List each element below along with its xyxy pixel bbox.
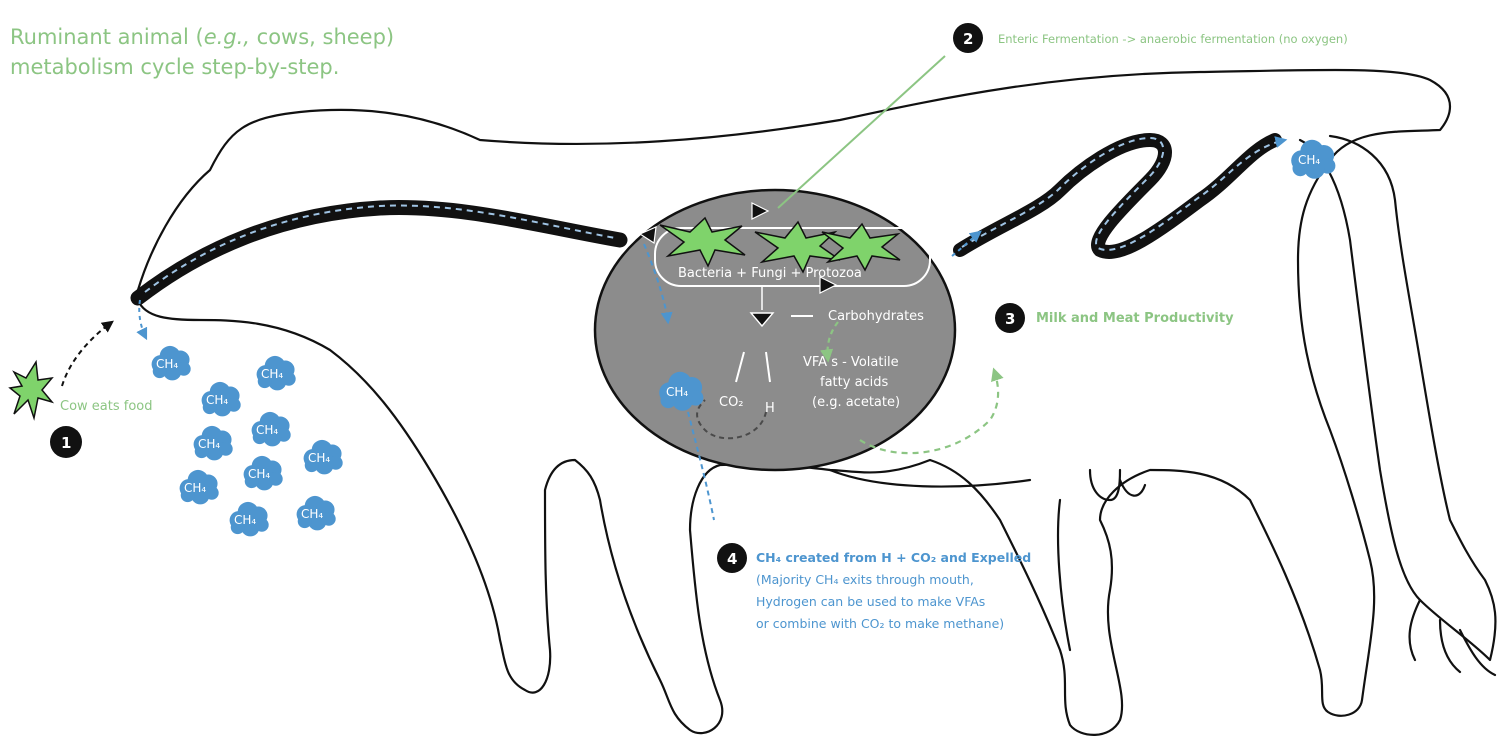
co2-label: CO₂ — [719, 395, 744, 410]
ch4-cloud-label: CH₄ — [184, 481, 206, 495]
step-3: 3 Milk and Meat Productivity — [995, 303, 1234, 333]
step-3-label: Milk and Meat Productivity — [1036, 311, 1234, 326]
stomach-ch4-label: CH₄ — [666, 385, 688, 399]
ch4-cloud-label: CH₄ — [301, 507, 323, 521]
step-1-number: 1 — [61, 434, 71, 452]
carbohydrates-label: Carbohydrates — [828, 309, 924, 324]
step-1-label: Cow eats food — [60, 399, 153, 414]
vfa-label-line-2: fatty acids — [820, 375, 889, 390]
ch4-cloud-label: CH₄ — [1298, 153, 1320, 167]
microbes-label: Bacteria + Fungi + Protozoa — [678, 266, 862, 281]
ch4-cloud-label: CH₄ — [248, 467, 270, 481]
intestine-flow — [962, 138, 1285, 250]
ch4-cloud-label: CH₄ — [156, 357, 178, 371]
step-4-line-4: or combine with CO₂ to make methane) — [756, 616, 1004, 631]
step-2-leader-line — [778, 56, 945, 208]
vfa-label-line-1: VFA’s - Volatile — [803, 355, 899, 370]
vfa-label-line-3: (e.g. acetate) — [812, 395, 900, 410]
step-4: 4 CH₄ created from H + CO₂ and Expelled … — [717, 543, 1031, 631]
step-4-number: 4 — [727, 550, 737, 568]
cow-leg-line — [1058, 500, 1070, 650]
step-2-label: Enteric Fermentation -> anaerobic fermen… — [998, 32, 1348, 46]
step-4-title: CH₄ created from H + CO₂ and Expelled — [756, 550, 1031, 565]
ch4-cloud-label: CH₄ — [256, 423, 278, 437]
esophagus-tube — [138, 208, 620, 298]
step-1: Cow eats food 1 — [10, 300, 153, 458]
food-to-mouth-arrow — [62, 322, 112, 386]
stomach: Bacteria + Fungi + Protozoa Carbohydrate… — [595, 190, 955, 470]
ch4-cloud-label: CH₄ — [206, 393, 228, 407]
cow-tail-tuft — [1410, 600, 1495, 675]
step-3-number: 3 — [1005, 310, 1015, 328]
cow-udder — [1090, 470, 1120, 500]
food-grass-icon — [10, 362, 52, 418]
ch4-cloud-label: CH₄ — [308, 451, 330, 465]
ch4-cloud-label: CH₄ — [261, 367, 283, 381]
step-4-line-3: Hydrogen can be used to make VFAs — [756, 594, 985, 609]
cow-tail — [1300, 136, 1495, 660]
step-4-line-2: (Majority CH₄ exits through mouth, — [756, 572, 974, 587]
step-2-number: 2 — [963, 30, 973, 48]
ch4-cloud-label: CH₄ — [234, 513, 256, 527]
intestine-tube — [960, 140, 1275, 252]
ch4-cloud-label: CH₄ — [198, 437, 220, 451]
